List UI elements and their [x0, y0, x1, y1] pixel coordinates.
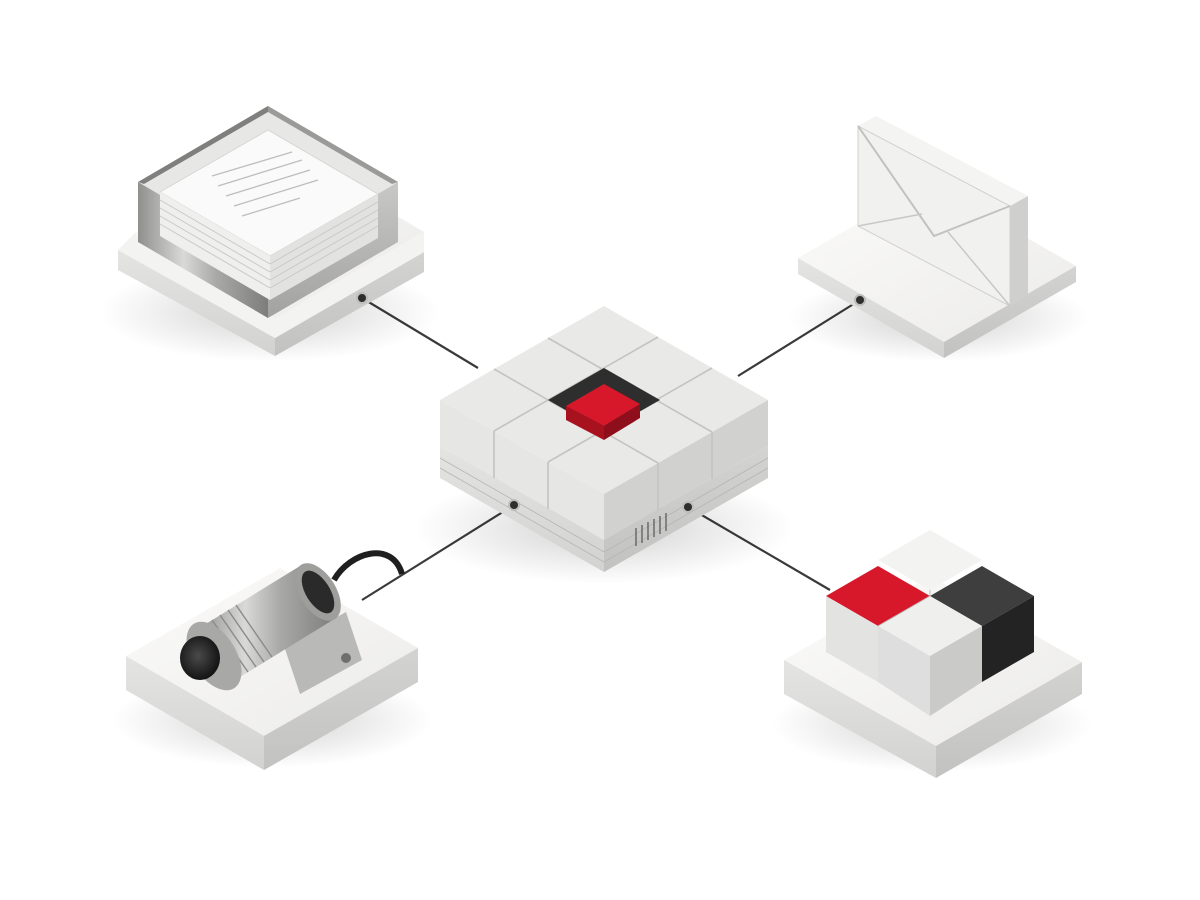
central-hub [414, 306, 794, 584]
mail-node [788, 116, 1088, 362]
documents-port [356, 292, 368, 304]
document-tray-icon [138, 106, 398, 318]
sensor-lens [180, 636, 220, 680]
proximity-sensor-icon [180, 550, 405, 694]
blocks-node [772, 530, 1092, 778]
documents-node [100, 106, 440, 362]
hub-port-right [682, 501, 694, 513]
hub-port-left [508, 499, 520, 511]
mail-port [854, 294, 866, 306]
red-center-key [566, 384, 640, 426]
sensor-node [112, 550, 432, 770]
envelope-icon [857, 116, 1028, 307]
cube-cluster-icon [826, 530, 1034, 716]
vent-grille [635, 513, 667, 546]
